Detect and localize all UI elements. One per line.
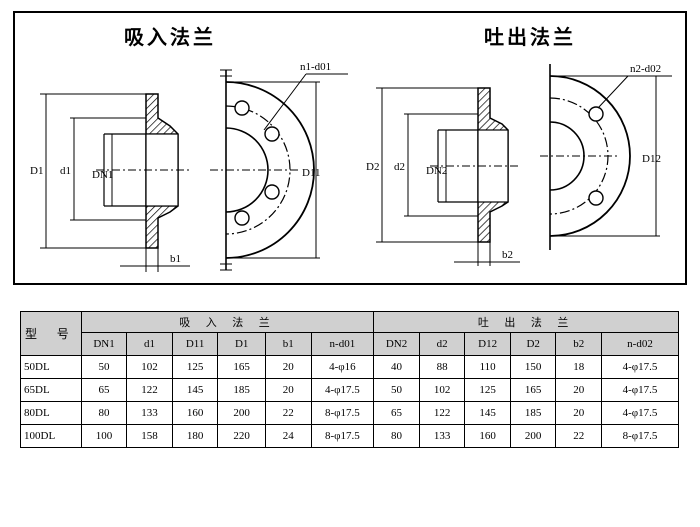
suction-flange-front-view xyxy=(210,69,348,271)
col-header: D2 xyxy=(509,332,557,356)
table-cell: 4-φ16 xyxy=(310,355,375,379)
table-cell: 20 xyxy=(555,378,602,402)
model-cell: 100DL xyxy=(20,424,82,448)
col-header: DN2 xyxy=(373,332,420,356)
label-D1: D1 xyxy=(30,165,43,177)
suction-flange-side-view xyxy=(40,93,190,272)
label-b1: b1 xyxy=(170,253,181,265)
table-cell: 8-φ17.5 xyxy=(310,424,375,448)
table-cell: 22 xyxy=(264,401,312,425)
model-cell: 50DL xyxy=(20,355,82,379)
label-d2: d2 xyxy=(394,161,405,173)
discharge-flange-header: 吐 出 法 兰 xyxy=(373,311,679,333)
table-cell: 4-φ17.5 xyxy=(310,378,375,402)
table-cell: 65 xyxy=(373,401,420,425)
table-cell: 20 xyxy=(264,355,312,379)
col-header: D12 xyxy=(464,332,511,356)
col-header: d1 xyxy=(126,332,173,356)
suction-flange-title: 吸入法兰 xyxy=(124,25,216,49)
table-cell: 102 xyxy=(126,355,173,379)
discharge-flange-front-view xyxy=(540,64,672,250)
col-header: n-d02 xyxy=(600,332,680,356)
table-cell: 18 xyxy=(555,355,602,379)
table-cell: 20 xyxy=(555,401,602,425)
table-cell: 8-φ17.5 xyxy=(600,424,680,448)
table-cell: 4-φ17.5 xyxy=(600,401,680,425)
table-cell: 133 xyxy=(126,401,173,425)
table-cell: 4-φ17.5 xyxy=(600,378,680,402)
table-cell: 88 xyxy=(418,355,466,379)
table-cell: 110 xyxy=(464,355,511,379)
col-header: d2 xyxy=(418,332,466,356)
table-cell: 20 xyxy=(264,378,312,402)
discharge-flange-title: 吐出法兰 xyxy=(484,25,576,49)
table-cell: 185 xyxy=(509,401,557,425)
model-cell: 80DL xyxy=(20,401,82,425)
table-cell: 150 xyxy=(509,355,557,379)
table-cell: 50 xyxy=(373,378,420,402)
table-cell: 200 xyxy=(217,401,266,425)
table-cell: 158 xyxy=(126,424,173,448)
table-cell: 165 xyxy=(509,378,557,402)
table-cell: 22 xyxy=(555,424,602,448)
table-cell: 185 xyxy=(217,378,266,402)
suction-flange-header: 吸 入 法 兰 xyxy=(80,311,375,333)
model-header: 型 号 xyxy=(20,311,82,356)
label-n2-d02: n2-d02 xyxy=(630,63,661,75)
table-cell: 145 xyxy=(171,378,219,402)
col-header: DN1 xyxy=(80,332,128,356)
table-cell: 160 xyxy=(171,401,219,425)
label-D11: D11 xyxy=(302,167,321,179)
col-header: b2 xyxy=(555,332,602,356)
label-D2: D2 xyxy=(366,161,379,173)
table-cell: 40 xyxy=(373,355,420,379)
table-cell: 125 xyxy=(171,355,219,379)
table-cell: 133 xyxy=(418,424,466,448)
table-cell: 165 xyxy=(217,355,266,379)
label-d1: d1 xyxy=(60,165,71,177)
table-cell: 24 xyxy=(264,424,312,448)
table-cell: 122 xyxy=(418,401,466,425)
table-cell: 100 xyxy=(80,424,128,448)
table-cell: 180 xyxy=(171,424,219,448)
flange-spec-table: 型 号 吸 入 法 兰 吐 出 法 兰 DN1 d1 D11 D1 b1 n-d… xyxy=(20,311,680,448)
label-b2: b2 xyxy=(502,249,513,261)
table-cell: 220 xyxy=(217,424,266,448)
label-DN2: DN2 xyxy=(426,165,447,177)
flange-drawing: 吸入法兰 吐出法兰 D1 d1 DN1 b1 xyxy=(13,11,687,285)
table-cell: 125 xyxy=(464,378,511,402)
col-header: n-d01 xyxy=(310,332,375,356)
model-cell: 65DL xyxy=(20,378,82,402)
table-cell: 200 xyxy=(509,424,557,448)
col-header: b1 xyxy=(264,332,312,356)
table-cell: 80 xyxy=(373,424,420,448)
label-D12: D12 xyxy=(642,153,661,165)
col-header: D11 xyxy=(171,332,219,356)
col-header: D1 xyxy=(217,332,266,356)
label-n1-d01: n1-d01 xyxy=(300,61,331,73)
table-cell: 50 xyxy=(80,355,128,379)
label-DN1: DN1 xyxy=(92,169,113,181)
table-cell: 160 xyxy=(464,424,511,448)
discharge-flange-side-view xyxy=(376,87,520,266)
table-cell: 4-φ17.5 xyxy=(600,355,680,379)
table-cell: 8-φ17.5 xyxy=(310,401,375,425)
drawing-border xyxy=(13,11,687,285)
table-cell: 122 xyxy=(126,378,173,402)
table-cell: 102 xyxy=(418,378,466,402)
table-cell: 145 xyxy=(464,401,511,425)
table-cell: 65 xyxy=(80,378,128,402)
table-cell: 80 xyxy=(80,401,128,425)
